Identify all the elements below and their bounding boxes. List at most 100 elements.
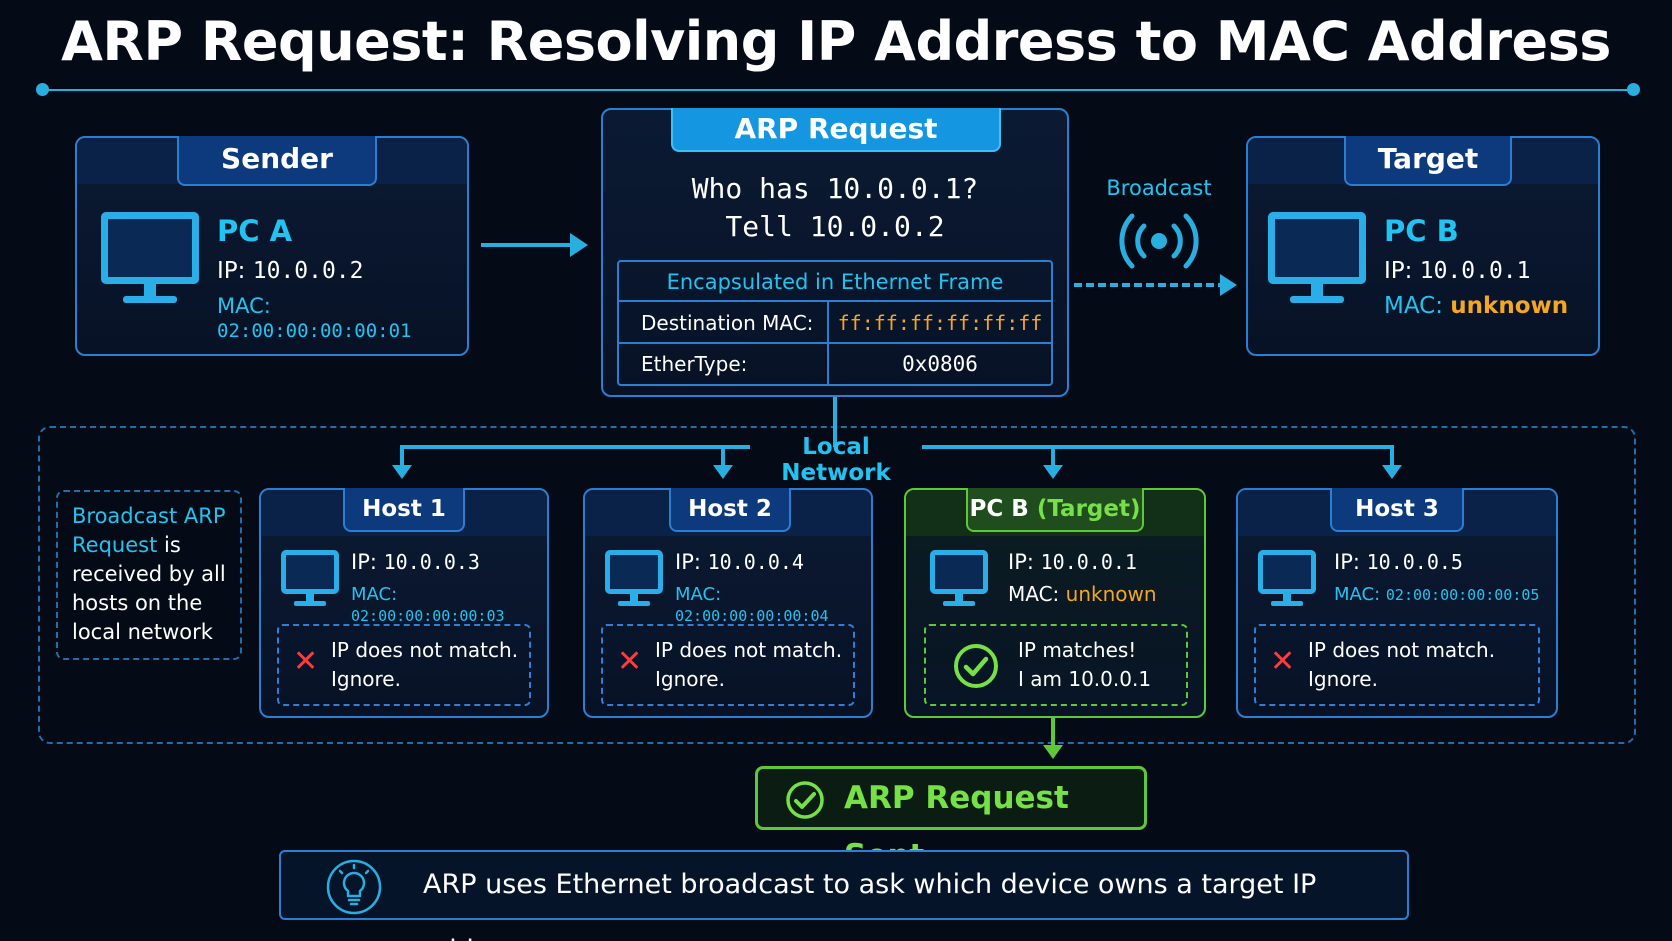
request-down-connector	[833, 397, 837, 447]
status-line-2: I am 10.0.0.1	[1018, 667, 1152, 691]
host-card-2: Host 2 IP: 10.0.0.4 MAC: 02:00:00:00:00:…	[583, 488, 873, 718]
host-mac-label: MAC:	[675, 584, 722, 605]
pc-b-target-tag: (Target)	[1036, 496, 1141, 522]
x-icon: ✕	[1270, 644, 1296, 679]
host-card-1: Host 1 IP: 10.0.0.3 MAC: 02:00:00:00:00:…	[259, 488, 549, 718]
frame-row-ethertype: EtherType: 0x0806	[619, 344, 1051, 384]
broadcast-icon	[1119, 213, 1199, 269]
target-ip-label: IP:	[1384, 258, 1413, 284]
sender-name: PC A	[217, 214, 293, 248]
status-text: IP matches! I am 10.0.0.1	[1018, 636, 1151, 694]
status-line-1: IP does not match.	[1308, 638, 1496, 662]
arp-request-header: ARP Request	[671, 108, 1001, 152]
ethernet-frame-title: Encapsulated in Ethernet Frame	[619, 262, 1051, 302]
pc-b-name: PC B	[969, 496, 1029, 522]
host-2-name: Host 2	[669, 488, 791, 532]
host-ip-label: IP:	[1334, 550, 1360, 574]
status-text: IP does not match. Ignore.	[655, 636, 842, 694]
monitor-icon	[1268, 212, 1366, 303]
target-header: Target	[1344, 136, 1512, 186]
host-3-name: Host 3	[1330, 488, 1464, 532]
host-ip: 10.0.0.1	[1040, 550, 1137, 574]
sender-mac: 02:00:00:00:00:01	[217, 320, 412, 342]
footer-text: ARP uses Ethernet broadcast to ask which…	[423, 869, 1317, 941]
host-ip-label: IP:	[1008, 550, 1034, 574]
status-text: IP does not match. Ignore.	[1308, 636, 1495, 694]
pc-b-mac-row: MAC: unknown	[1008, 582, 1157, 606]
page-title: ARP Request: Resolving IP Address to MAC…	[61, 10, 1611, 73]
status-line-2: Ignore.	[1308, 667, 1378, 691]
check-circle-icon	[954, 644, 998, 688]
result-arrow	[1051, 718, 1055, 748]
sender-ip: 10.0.0.2	[252, 258, 364, 284]
host-ip: 10.0.0.4	[707, 550, 804, 574]
monitor-icon	[605, 550, 663, 606]
host-card-3: Host 3 IP: 10.0.0.5 MAC: 02:00:00:00:00:…	[1236, 488, 1558, 718]
host-mac-label: MAC:	[1334, 584, 1381, 605]
host-1-name: Host 1	[343, 488, 465, 532]
host-card-pc-b: PC B (Target) IP: 10.0.0.1 MAC: unknown …	[904, 488, 1206, 718]
host-3-status: ✕ IP does not match. Ignore.	[1254, 624, 1540, 706]
host-2-status: ✕ IP does not match. Ignore.	[601, 624, 855, 706]
status-line-2: Ignore.	[331, 667, 401, 691]
drop-host-3	[1390, 445, 1394, 467]
drop-host-3-head	[1382, 465, 1402, 479]
status-line-1: IP does not match.	[655, 638, 843, 662]
title-divider	[42, 89, 1632, 91]
sender-ip-row: IP: 10.0.0.2	[217, 258, 364, 284]
host-mac: 02:00:00:00:00:05	[1385, 586, 1540, 604]
host-ip: 10.0.0.5	[1366, 550, 1463, 574]
frame-col-divider	[827, 344, 829, 384]
host-ip: 10.0.0.3	[383, 550, 480, 574]
note-highlight: Broadcast ARP Request	[72, 504, 226, 557]
host-mac: unknown	[1065, 582, 1157, 606]
dest-mac-label: Destination MAC:	[641, 311, 814, 335]
title-line-dot-right	[1627, 83, 1640, 96]
sender-panel: Sender PC A IP: 10.0.0.2 MAC: 02:00:00:0…	[75, 136, 469, 356]
host-1-ip-row: IP: 10.0.0.3	[351, 550, 480, 574]
host-mac-label: MAC:	[1008, 582, 1060, 606]
arp-request-tell: Tell 10.0.0.2	[725, 210, 945, 243]
arrow-sender-to-request-head	[570, 233, 588, 257]
check-circle-icon	[786, 781, 824, 819]
frame-row-dest-mac: Destination MAC: ff:ff:ff:ff:ff:ff	[619, 302, 1051, 344]
pc-b-status: IP matches! I am 10.0.0.1	[924, 624, 1188, 706]
host-3-mac-row: MAC: 02:00:00:00:00:05	[1334, 584, 1539, 605]
arp-request-panel: ARP Request Who has 10.0.0.1? Tell 10.0.…	[601, 108, 1069, 397]
ethertype-value: 0x0806	[902, 352, 978, 376]
local-network-label: Local Network	[781, 434, 891, 486]
host-1-mac-row: MAC: 02:00:00:00:00:03	[351, 584, 547, 626]
drop-pc-b	[1051, 445, 1055, 467]
sender-mac-row: MAC: 02:00:00:00:00:01	[217, 294, 467, 342]
status-line-1: IP does not match.	[331, 638, 519, 662]
sender-mac-label: MAC:	[217, 294, 271, 318]
host-3-ip-row: IP: 10.0.0.5	[1334, 550, 1463, 574]
pc-b-ip-row: IP: 10.0.0.1	[1008, 550, 1137, 574]
target-name: PC B	[1384, 214, 1459, 248]
host-2-ip-row: IP: 10.0.0.4	[675, 550, 804, 574]
host-ip-label: IP:	[351, 550, 377, 574]
result-box: ARP Request Sent	[755, 766, 1147, 874]
monitor-icon	[101, 212, 199, 303]
broadcast-note: Broadcast ARP Request is received by all…	[56, 490, 242, 660]
target-mac-row: MAC: unknown	[1384, 293, 1568, 319]
drop-host-2	[721, 445, 725, 467]
arp-request-question: Who has 10.0.0.1?	[691, 172, 979, 205]
ethertype-label: EtherType:	[641, 352, 748, 376]
host-1-status: ✕ IP does not match. Ignore.	[277, 624, 531, 706]
x-icon: ✕	[293, 644, 319, 679]
drop-pc-b-head	[1043, 465, 1063, 479]
lightbulb-icon	[326, 859, 382, 915]
ethernet-frame-table: Encapsulated in Ethernet Frame Destinati…	[617, 260, 1053, 386]
dest-mac-value: ff:ff:ff:ff:ff:ff	[837, 311, 1043, 335]
drop-host-1-head	[392, 465, 412, 479]
frame-col-divider	[827, 302, 829, 344]
footer-box: ARP uses Ethernet broadcast to ask which…	[279, 850, 1409, 941]
host-2-mac-row: MAC: 02:00:00:00:00:04	[675, 584, 871, 626]
local-network-area	[38, 426, 1636, 744]
x-icon: ✕	[617, 644, 643, 679]
pc-b-header: PC B (Target)	[966, 488, 1144, 532]
broadcast-arrow	[1074, 283, 1226, 287]
status-line-1: IP matches!	[1018, 638, 1137, 662]
note-text: is received by all hosts on the local ne…	[72, 533, 226, 644]
